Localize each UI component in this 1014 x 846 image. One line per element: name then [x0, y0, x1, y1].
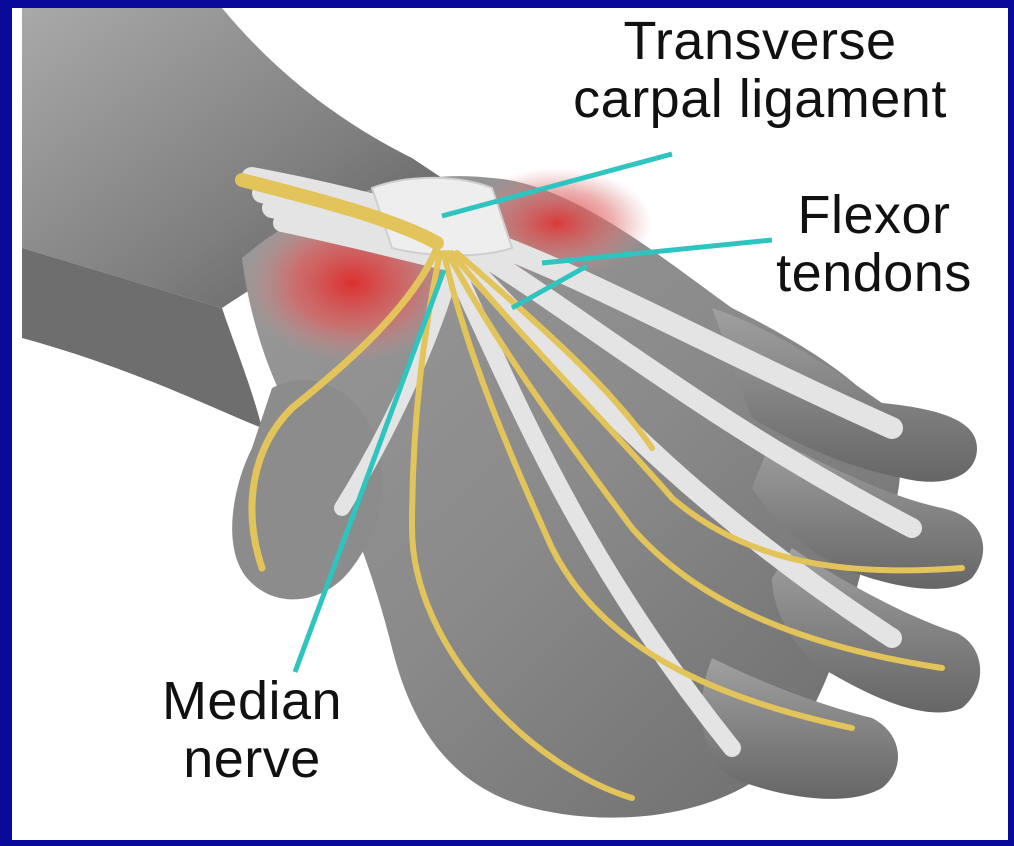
label-median-line2: nerve: [112, 730, 392, 788]
label-median-line1: Median: [112, 672, 392, 730]
label-transverse-line2: carpal ligament: [512, 70, 1008, 128]
diagram-canvas: Transverse carpal ligament Flexor tendon…: [12, 8, 1008, 840]
label-transverse-line1: Transverse: [512, 12, 1008, 70]
label-median-nerve: Median nerve: [112, 672, 392, 788]
label-flexor-tendons: Flexor tendons: [740, 186, 1008, 302]
label-transverse-carpal-ligament: Transverse carpal ligament: [512, 12, 1008, 128]
label-flexor-line2: tendons: [740, 244, 1008, 302]
label-flexor-line1: Flexor: [740, 186, 1008, 244]
